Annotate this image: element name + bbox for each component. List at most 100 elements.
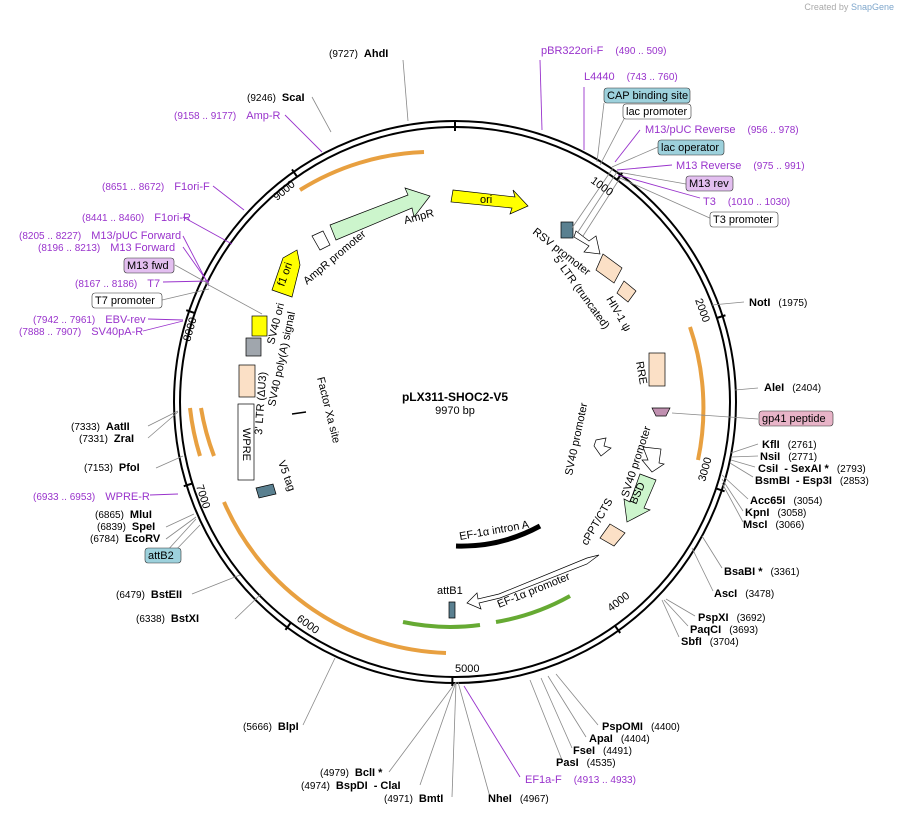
tick-2000 bbox=[716, 314, 726, 319]
label-ori: ori bbox=[480, 194, 492, 206]
m13-rev-label: M13 rev bbox=[689, 178, 729, 190]
site-scai: (9246)ScaI bbox=[247, 92, 305, 104]
lac-promoter-box bbox=[622, 103, 692, 120]
rsv-promoter-arrow bbox=[573, 230, 601, 255]
primer-t3: T3(1010 .. 1030) bbox=[703, 196, 790, 208]
primer-l4440: L4440(743 .. 760) bbox=[584, 71, 678, 83]
tick-label-9000: 9000 bbox=[271, 178, 297, 203]
tick-9000 bbox=[291, 168, 298, 178]
site-bmti: (4971)BmtI bbox=[384, 793, 443, 805]
cap-binding-site-label: CAP binding site bbox=[607, 90, 688, 102]
gp41-peptide-box-label bbox=[758, 410, 834, 427]
site-aatii: (7333)AatII bbox=[71, 421, 130, 433]
bsd-arrow bbox=[623, 473, 657, 523]
tick-group bbox=[183, 168, 726, 686]
attb2-box bbox=[144, 547, 182, 564]
factor-xa-line bbox=[291, 411, 307, 415]
primer-t7: (8167 .. 8186)T7 bbox=[75, 278, 160, 290]
label-factor-xa: Factor Xa site bbox=[314, 376, 342, 445]
primer-sv40pa-r: (7888 .. 7907)SV40pA-R bbox=[19, 326, 143, 338]
label-wpre: WPRE bbox=[240, 428, 252, 461]
site-noti: NotI(1975) bbox=[749, 297, 807, 309]
site-spei: (6839)SpeI bbox=[97, 521, 155, 533]
primer-f1ori-f: (8651 .. 8672)F1ori-F bbox=[102, 181, 210, 193]
site-bsabi: BsaBI *(3361) bbox=[724, 566, 799, 578]
plasmid-length: 9970 bp bbox=[435, 405, 475, 417]
tick-1000 bbox=[616, 171, 624, 181]
ampr-promoter-box bbox=[311, 230, 331, 251]
primer-m13-puc-reverse: M13/pUC Reverse(956 .. 978) bbox=[645, 124, 799, 136]
ef1a-promoter-arrow bbox=[466, 554, 600, 610]
site-asci: AscI(3478) bbox=[714, 588, 774, 600]
hiv-psi-box bbox=[616, 280, 637, 303]
site-pfoi: (7153)PfoI bbox=[84, 462, 140, 474]
site-pspxi: PspXI(3692) bbox=[698, 612, 765, 624]
site-bstxi: (6338)BstXI bbox=[136, 613, 199, 625]
primer-amp-r: (9158 .. 9177)Amp-R bbox=[174, 110, 281, 122]
attb2-label: attB2 bbox=[148, 550, 174, 562]
ltr5-box bbox=[595, 253, 623, 284]
lac-promoter-label: lac promoter bbox=[626, 106, 687, 118]
rre-box bbox=[648, 352, 666, 387]
tick-label-4000: 4000 bbox=[605, 590, 632, 615]
green-arc-1 bbox=[402, 620, 481, 629]
site-csii: CsiI- SexAI *(2793) bbox=[758, 463, 866, 475]
tick-8000 bbox=[185, 309, 196, 315]
f1-ori-arrow bbox=[271, 249, 301, 298]
plasmid-name: pLX311-SHOC2-V5 bbox=[402, 390, 508, 404]
m13-fwd-label: M13 fwd bbox=[127, 260, 169, 272]
primer-m13-reverse: M13 Reverse(975 .. 991) bbox=[676, 160, 805, 172]
site-nhei: NheI(4967) bbox=[488, 793, 549, 805]
label-sv40-promoter-1: SV40 promoter bbox=[563, 401, 590, 476]
site-bspdi: (4974)BspDI- ClaI bbox=[301, 780, 401, 792]
tick-label-8000: 8000 bbox=[181, 316, 199, 343]
site-nsii: NsiI(2771) bbox=[760, 451, 817, 463]
tick-6000 bbox=[284, 622, 292, 631]
primer-lines bbox=[142, 59, 701, 778]
site-acc65i: Acc65I(3054) bbox=[750, 495, 822, 507]
label-attb1: attB1 bbox=[437, 585, 463, 597]
primer-m13-forward: (8196 .. 8213)M13 Forward bbox=[38, 242, 175, 254]
tick-3000 bbox=[715, 487, 725, 493]
wpre-box bbox=[237, 403, 255, 481]
primer-m13-puc-forward: (8205 .. 8227)M13/pUC Forward bbox=[19, 230, 181, 242]
label-rre: RRE bbox=[633, 360, 649, 385]
restriction-site-labels: (9727)AhdI (9246)ScaI NotI(1975) AleI(24… bbox=[71, 48, 869, 805]
primer-pbr322ori-f: pBR322ori-F(490 .. 509) bbox=[541, 45, 667, 57]
primer-labels: pBR322ori-F(490 .. 509) L4440(743 .. 760… bbox=[19, 45, 805, 786]
site-alei: AleI(2404) bbox=[764, 382, 821, 394]
box-leader-lines bbox=[161, 102, 759, 555]
orange-arc-left1 bbox=[199, 407, 216, 457]
orange-arc-right bbox=[688, 326, 706, 461]
sv40-ori-box bbox=[251, 315, 268, 337]
label-v5-tag: V5 tag bbox=[275, 459, 297, 493]
site-kfli: KflI(2761) bbox=[762, 439, 817, 451]
site-paqci: PaqCI(3693) bbox=[690, 624, 758, 636]
primer-f1ori-r: (8441 .. 8460)F1ori-R bbox=[82, 212, 191, 224]
tick-4000 bbox=[614, 625, 622, 634]
site-bcli: (4979)BclI * bbox=[320, 767, 383, 779]
site-bsteii: (6479)BstEII bbox=[116, 589, 182, 601]
tick-label-5000: 5000 bbox=[455, 663, 479, 675]
site-pspomi: PspOMI(4400) bbox=[602, 721, 680, 733]
orange-arc-bottom bbox=[222, 501, 447, 655]
site-sbfi: SbfI(3704) bbox=[681, 636, 739, 648]
sv40-promoter-arrow-1 bbox=[593, 437, 612, 457]
primer-wpre-r: (6933 .. 6953)WPRE-R bbox=[33, 491, 150, 503]
tick-label-2000: 2000 bbox=[692, 297, 712, 324]
site-kpni: KpnI(3058) bbox=[745, 507, 806, 519]
site-pasi: PasI(4535) bbox=[556, 757, 616, 769]
ampr-arrow bbox=[329, 187, 431, 241]
cppt-box bbox=[599, 523, 626, 547]
cap-binding-site-box bbox=[603, 87, 691, 104]
site-bsmbi: BsmBI- Esp3I(2853) bbox=[755, 475, 869, 487]
site-ahdi: (9727)AhdI bbox=[329, 48, 388, 60]
ampr-orange-arc bbox=[298, 150, 425, 192]
m13-rev-box bbox=[685, 175, 734, 192]
rsv-promoter-marker bbox=[560, 221, 574, 239]
t7-promoter-label: T7 promoter bbox=[95, 295, 155, 307]
site-ecorv: (6784)EcoRV bbox=[90, 533, 161, 545]
tick-7000 bbox=[183, 482, 193, 488]
sv40-promoter-arrow-2 bbox=[641, 446, 665, 473]
